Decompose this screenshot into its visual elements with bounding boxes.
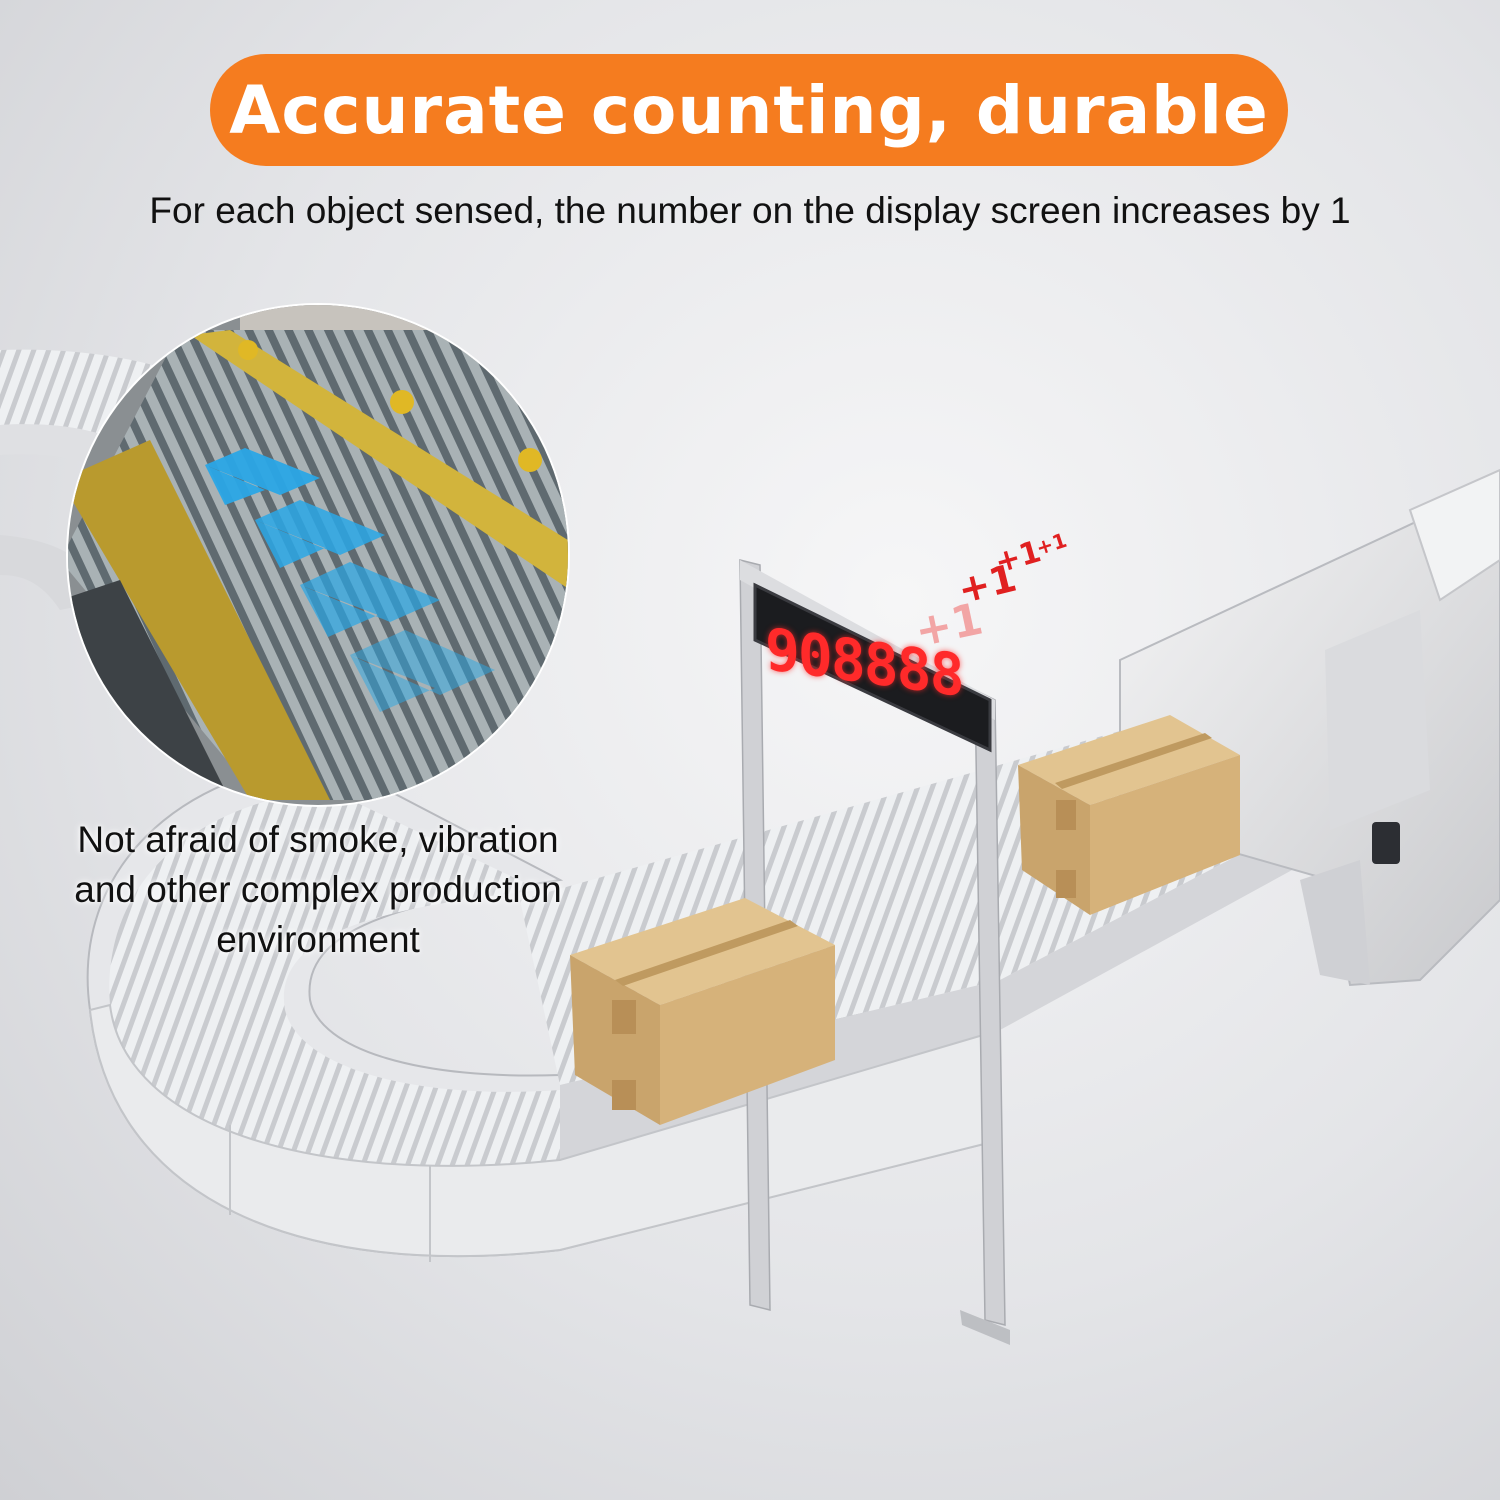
cardboard-box-front [570, 898, 835, 1125]
direction-arrows [205, 448, 495, 712]
machine-switch-icon [1372, 822, 1400, 864]
inset-photo [66, 303, 570, 807]
counter-gantry [739, 559, 1010, 1345]
inset-caption-line-2: and other complex production [74, 869, 562, 910]
packaging-machine [1119, 468, 1500, 987]
inset-caption-line-1: Not afraid of smoke, vibration [77, 819, 559, 860]
headline-text: Accurate counting, durable [229, 71, 1269, 149]
headline-banner: Accurate counting, durable [210, 54, 1288, 166]
inset-caption: Not afraid of smoke, vibration and other… [18, 815, 618, 965]
cardboard-box-back [1018, 715, 1240, 915]
subtitle-text: For each object sensed, the number on th… [149, 190, 1351, 231]
inset-caption-line-3: environment [216, 919, 420, 960]
